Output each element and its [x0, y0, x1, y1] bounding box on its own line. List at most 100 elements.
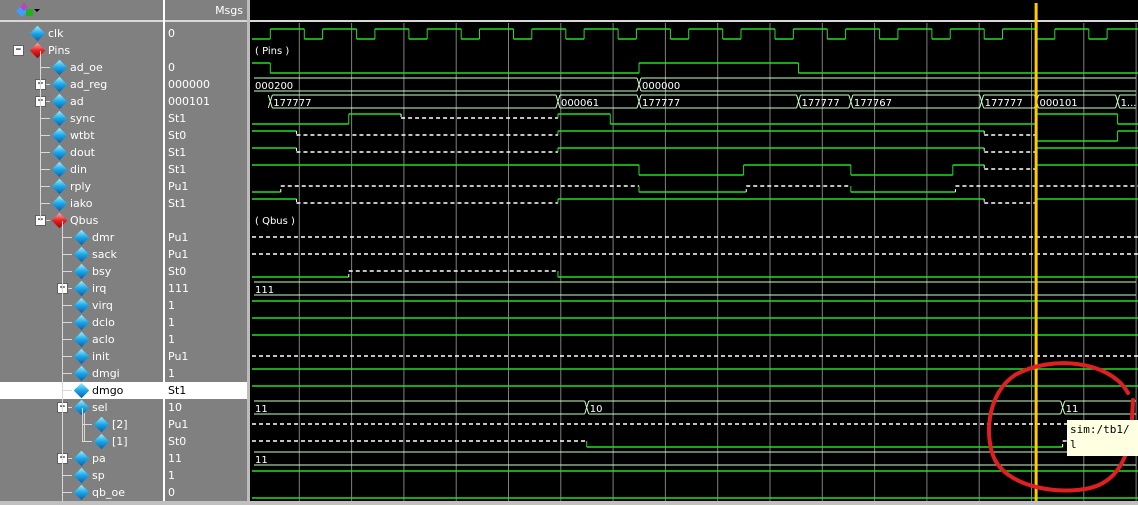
signal-diamond-icon [73, 229, 90, 246]
signal-name[interactable]: pa [92, 452, 106, 465]
signal-name[interactable]: bsy [92, 265, 112, 278]
signal-row-irq[interactable]: +irq [0, 272, 163, 297]
signal-name[interactable]: sync [70, 112, 96, 125]
signal-name[interactable]: ad_oe [70, 61, 103, 74]
tree-connector [84, 413, 85, 442]
signal-row-rply[interactable]: rply [0, 170, 163, 195]
signal-row-clk[interactable]: clk [0, 25, 163, 42]
signal-row-Qbus[interactable]: −Qbus [0, 204, 163, 229]
signal-row-iako[interactable]: iako [0, 187, 163, 212]
qbus-group-label: ( Qbus ) [255, 216, 295, 227]
signal-row-wtbt[interactable]: wtbt [0, 119, 163, 144]
tree-connector [82, 408, 83, 425]
signal-name[interactable]: dmr [92, 231, 115, 244]
msgs-column-label: Msgs [215, 4, 243, 17]
signal-name[interactable]: dmgo [92, 384, 124, 397]
signal-name[interactable]: Pins [48, 44, 71, 57]
signal-name[interactable]: sack [92, 248, 117, 261]
signal-diamond-icon [93, 416, 110, 433]
signal-row-bsy[interactable]: bsy [0, 255, 163, 280]
sel-bus-transition [1060, 400, 1066, 415]
tree-connector [40, 203, 50, 204]
signal-row-qb_oe[interactable]: qb_oe [0, 476, 163, 501]
signal-diamond-icon [73, 467, 90, 484]
ad-bus-value-label: 177777 [273, 98, 311, 109]
ad-reg-bus-value-label: 000200 [255, 81, 293, 92]
signal-row-ad_oe[interactable]: ad_oe [0, 51, 163, 76]
signal-name[interactable]: ad_reg [70, 78, 108, 91]
values-header: Msgs [165, 0, 247, 22]
signal-name[interactable]: [1] [112, 435, 128, 448]
signal-name[interactable]: dout [70, 146, 95, 159]
signal-value: Pu1 [168, 180, 189, 193]
signal-value: Pu1 [168, 231, 189, 244]
pins-group-label: ( Pins ) [255, 46, 289, 57]
tree-connector [62, 226, 63, 501]
signal-value: 000101 [168, 95, 210, 108]
value-row: 1 [165, 331, 247, 348]
cursor-line [1034, 3, 1038, 501]
signal-name[interactable]: sp [92, 469, 105, 482]
signal-name[interactable]: [2] [112, 418, 128, 431]
signal-diamond-icon [51, 127, 68, 144]
signal-row-Pins[interactable]: − Pins [0, 42, 163, 59]
signal-value: St1 [168, 163, 187, 176]
wave-window-icon[interactable] [12, 3, 36, 19]
signal-row-sp[interactable]: sp [0, 459, 163, 484]
ad-bus-value-label: 000101 [1040, 98, 1078, 109]
signal-value: St1 [168, 146, 187, 159]
signal-value: 1 [168, 469, 175, 482]
signal-row-dmr[interactable]: dmr [0, 221, 163, 246]
signal-row-dmgo[interactable]: dmgo [0, 374, 163, 399]
signal-name[interactable]: rply [70, 180, 92, 193]
signal-value: 0 [168, 486, 175, 499]
signal-name[interactable]: qb_oe [92, 486, 125, 499]
signal-row-2[interactable]: [2] [0, 408, 163, 433]
signal-name[interactable]: init [92, 350, 110, 363]
collapse-icon[interactable]: − [13, 45, 24, 56]
signal-name[interactable]: dmgi [92, 367, 120, 380]
signal-value: Pu1 [168, 350, 189, 363]
signal-value: 11 [168, 452, 182, 465]
signal-name[interactable]: aclo [92, 333, 115, 346]
tree-connector [82, 424, 92, 425]
signal-row-pa[interactable]: +pa [0, 442, 163, 467]
signal-name[interactable]: Qbus [70, 214, 99, 227]
signal-row-dclo[interactable]: dclo [0, 306, 163, 331]
signal-name[interactable]: ad [70, 95, 84, 108]
signal-row-sack[interactable]: sack [0, 238, 163, 263]
value-row: St0 [165, 263, 247, 280]
signal-row-ad[interactable]: +ad [0, 85, 163, 110]
signal-row-din[interactable]: din [0, 153, 163, 178]
signal-name[interactable]: wtbt [70, 129, 95, 142]
value-row [165, 212, 247, 229]
signal-name[interactable]: din [70, 163, 88, 176]
signal-value: St1 [168, 112, 187, 125]
signal-name[interactable]: clk [48, 27, 64, 40]
signal-name[interactable]: iako [70, 197, 93, 210]
value-row: St1 [165, 382, 247, 399]
value-row: Pu1 [165, 416, 247, 433]
signal-value: St1 [168, 197, 187, 210]
signal-row-dmgi[interactable]: dmgi [0, 357, 163, 382]
signal-name[interactable]: sel [92, 401, 108, 414]
signal-diamond-icon [73, 314, 90, 331]
signal-name[interactable]: dclo [92, 316, 115, 329]
signal-value: St0 [168, 129, 187, 142]
value-row: 11 [165, 450, 247, 467]
signal-row-dout[interactable]: dout [0, 136, 163, 161]
chevron-down-icon[interactable] [34, 9, 40, 12]
signal-row-1[interactable]: [1] [0, 425, 163, 450]
signal-row-sync[interactable]: sync [0, 102, 163, 127]
signal-row-ad_reg[interactable]: +ad_reg [0, 68, 163, 93]
signal-row-virq[interactable]: virq [0, 289, 163, 314]
signal-name[interactable]: irq [92, 282, 107, 295]
tree-connector [40, 67, 50, 68]
ad-bus-value-label: 000061 [561, 98, 599, 109]
signal-row-init[interactable]: init [0, 340, 163, 365]
signal-row-aclo[interactable]: aclo [0, 323, 163, 348]
signal-name[interactable]: virq [92, 299, 113, 312]
